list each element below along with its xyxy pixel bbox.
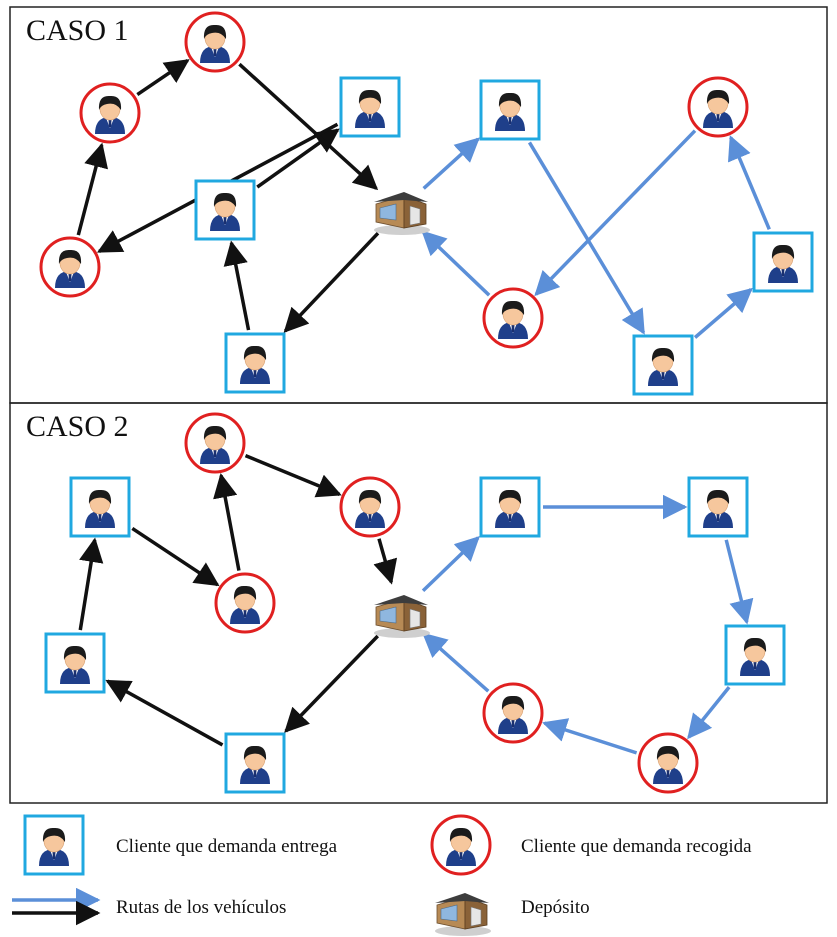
delivery-customer-icon: [44, 632, 106, 694]
pickup-customer-icon: [430, 814, 492, 876]
pickup-customer-icon: [687, 76, 749, 138]
delivery-customer-icon: [224, 332, 286, 394]
route-edges: [78, 453, 754, 755]
route-2-edge-d5-dep: [422, 632, 490, 693]
route-2-edge-b4-b5: [727, 135, 771, 230]
route-1-edge-dep-a6: [283, 232, 380, 333]
panel-caso-2: [44, 412, 786, 794]
route-edges: [76, 59, 771, 339]
route-2-edge-b1-b3: [527, 141, 646, 335]
route-nodes: [44, 412, 786, 794]
route-1-edge-c5-c1: [78, 537, 104, 631]
route-1-edge-a5-a4: [256, 128, 340, 189]
legend: Cliente que demanda entrega Cliente que …: [12, 814, 752, 936]
legend-depot-label: Depósito: [521, 897, 590, 918]
pickup-customer-icon: [39, 236, 101, 298]
route-1-edge-c4-c2: [213, 473, 241, 571]
legend-depot-icon: [435, 893, 491, 936]
delivery-customer-icon: [23, 814, 85, 876]
panel-caso-1: [39, 11, 814, 396]
depot-icon: [374, 595, 430, 638]
panel-caso-2-title: CASO 2: [26, 410, 129, 443]
panel-caso-2-frame: [9, 402, 828, 804]
route-2-edge-b5-b2: [534, 129, 697, 297]
legend-pickup-icon: [430, 814, 492, 876]
pickup-customer-icon: [482, 287, 544, 349]
route-1-edge-c3-dep: [373, 538, 398, 585]
delivery-customer-icon: [224, 732, 286, 794]
route-2-edge-d2-d3: [724, 539, 754, 625]
pickup-customer-icon: [339, 476, 401, 538]
route-1-edge-a6-a5: [223, 240, 251, 331]
route-1-edge-c1-c4: [131, 526, 220, 587]
route-2-edge-d3-d4: [687, 686, 731, 740]
delivery-customer-icon: [687, 476, 749, 538]
delivery-customer-icon: [632, 334, 694, 396]
route-2-edge-b3-b4: [693, 287, 753, 339]
legend-delivery-label: Cliente que demanda entrega: [116, 836, 338, 857]
legend-routes-label: Rutas de los vehículos: [116, 897, 286, 918]
route-nodes: [39, 11, 814, 396]
route-1-edge-a1-a2: [76, 142, 109, 236]
route-1-edge-a2-a3: [136, 59, 190, 96]
pickup-customer-icon: [214, 572, 276, 634]
route-1-edge-c6-c5: [105, 679, 224, 747]
route-2-edge-b2-dep: [421, 230, 491, 297]
legend-delivery-icon: [23, 814, 85, 876]
pickup-customer-icon: [637, 732, 699, 794]
route-1-edge-dep-c6: [284, 634, 380, 733]
route-2-edge-dep-b1: [422, 137, 480, 190]
legend-pickup-label: Cliente que demanda recogida: [521, 836, 752, 857]
depot-icon: [435, 893, 491, 936]
route-1-edge-a3-dep: [238, 62, 379, 191]
depot-icon: [374, 192, 430, 235]
delivery-customer-icon: [69, 476, 131, 538]
route-2-edge-dep-d1: [421, 536, 480, 593]
delivery-customer-icon: [339, 76, 401, 138]
delivery-customer-icon: [194, 179, 256, 241]
pickup-customer-icon: [184, 11, 246, 73]
route-1-edge-c2-c3: [244, 453, 342, 498]
route-2-edge-d4-d5: [542, 718, 638, 755]
pickup-customer-icon: [482, 682, 544, 744]
delivery-customer-icon: [752, 231, 814, 293]
pickup-customer-icon: [79, 82, 141, 144]
delivery-customer-icon: [479, 79, 541, 141]
pickup-customer-icon: [184, 412, 246, 474]
panel-caso-1-title: CASO 1: [26, 14, 129, 47]
delivery-customer-icon: [724, 624, 786, 686]
delivery-customer-icon: [479, 476, 541, 538]
